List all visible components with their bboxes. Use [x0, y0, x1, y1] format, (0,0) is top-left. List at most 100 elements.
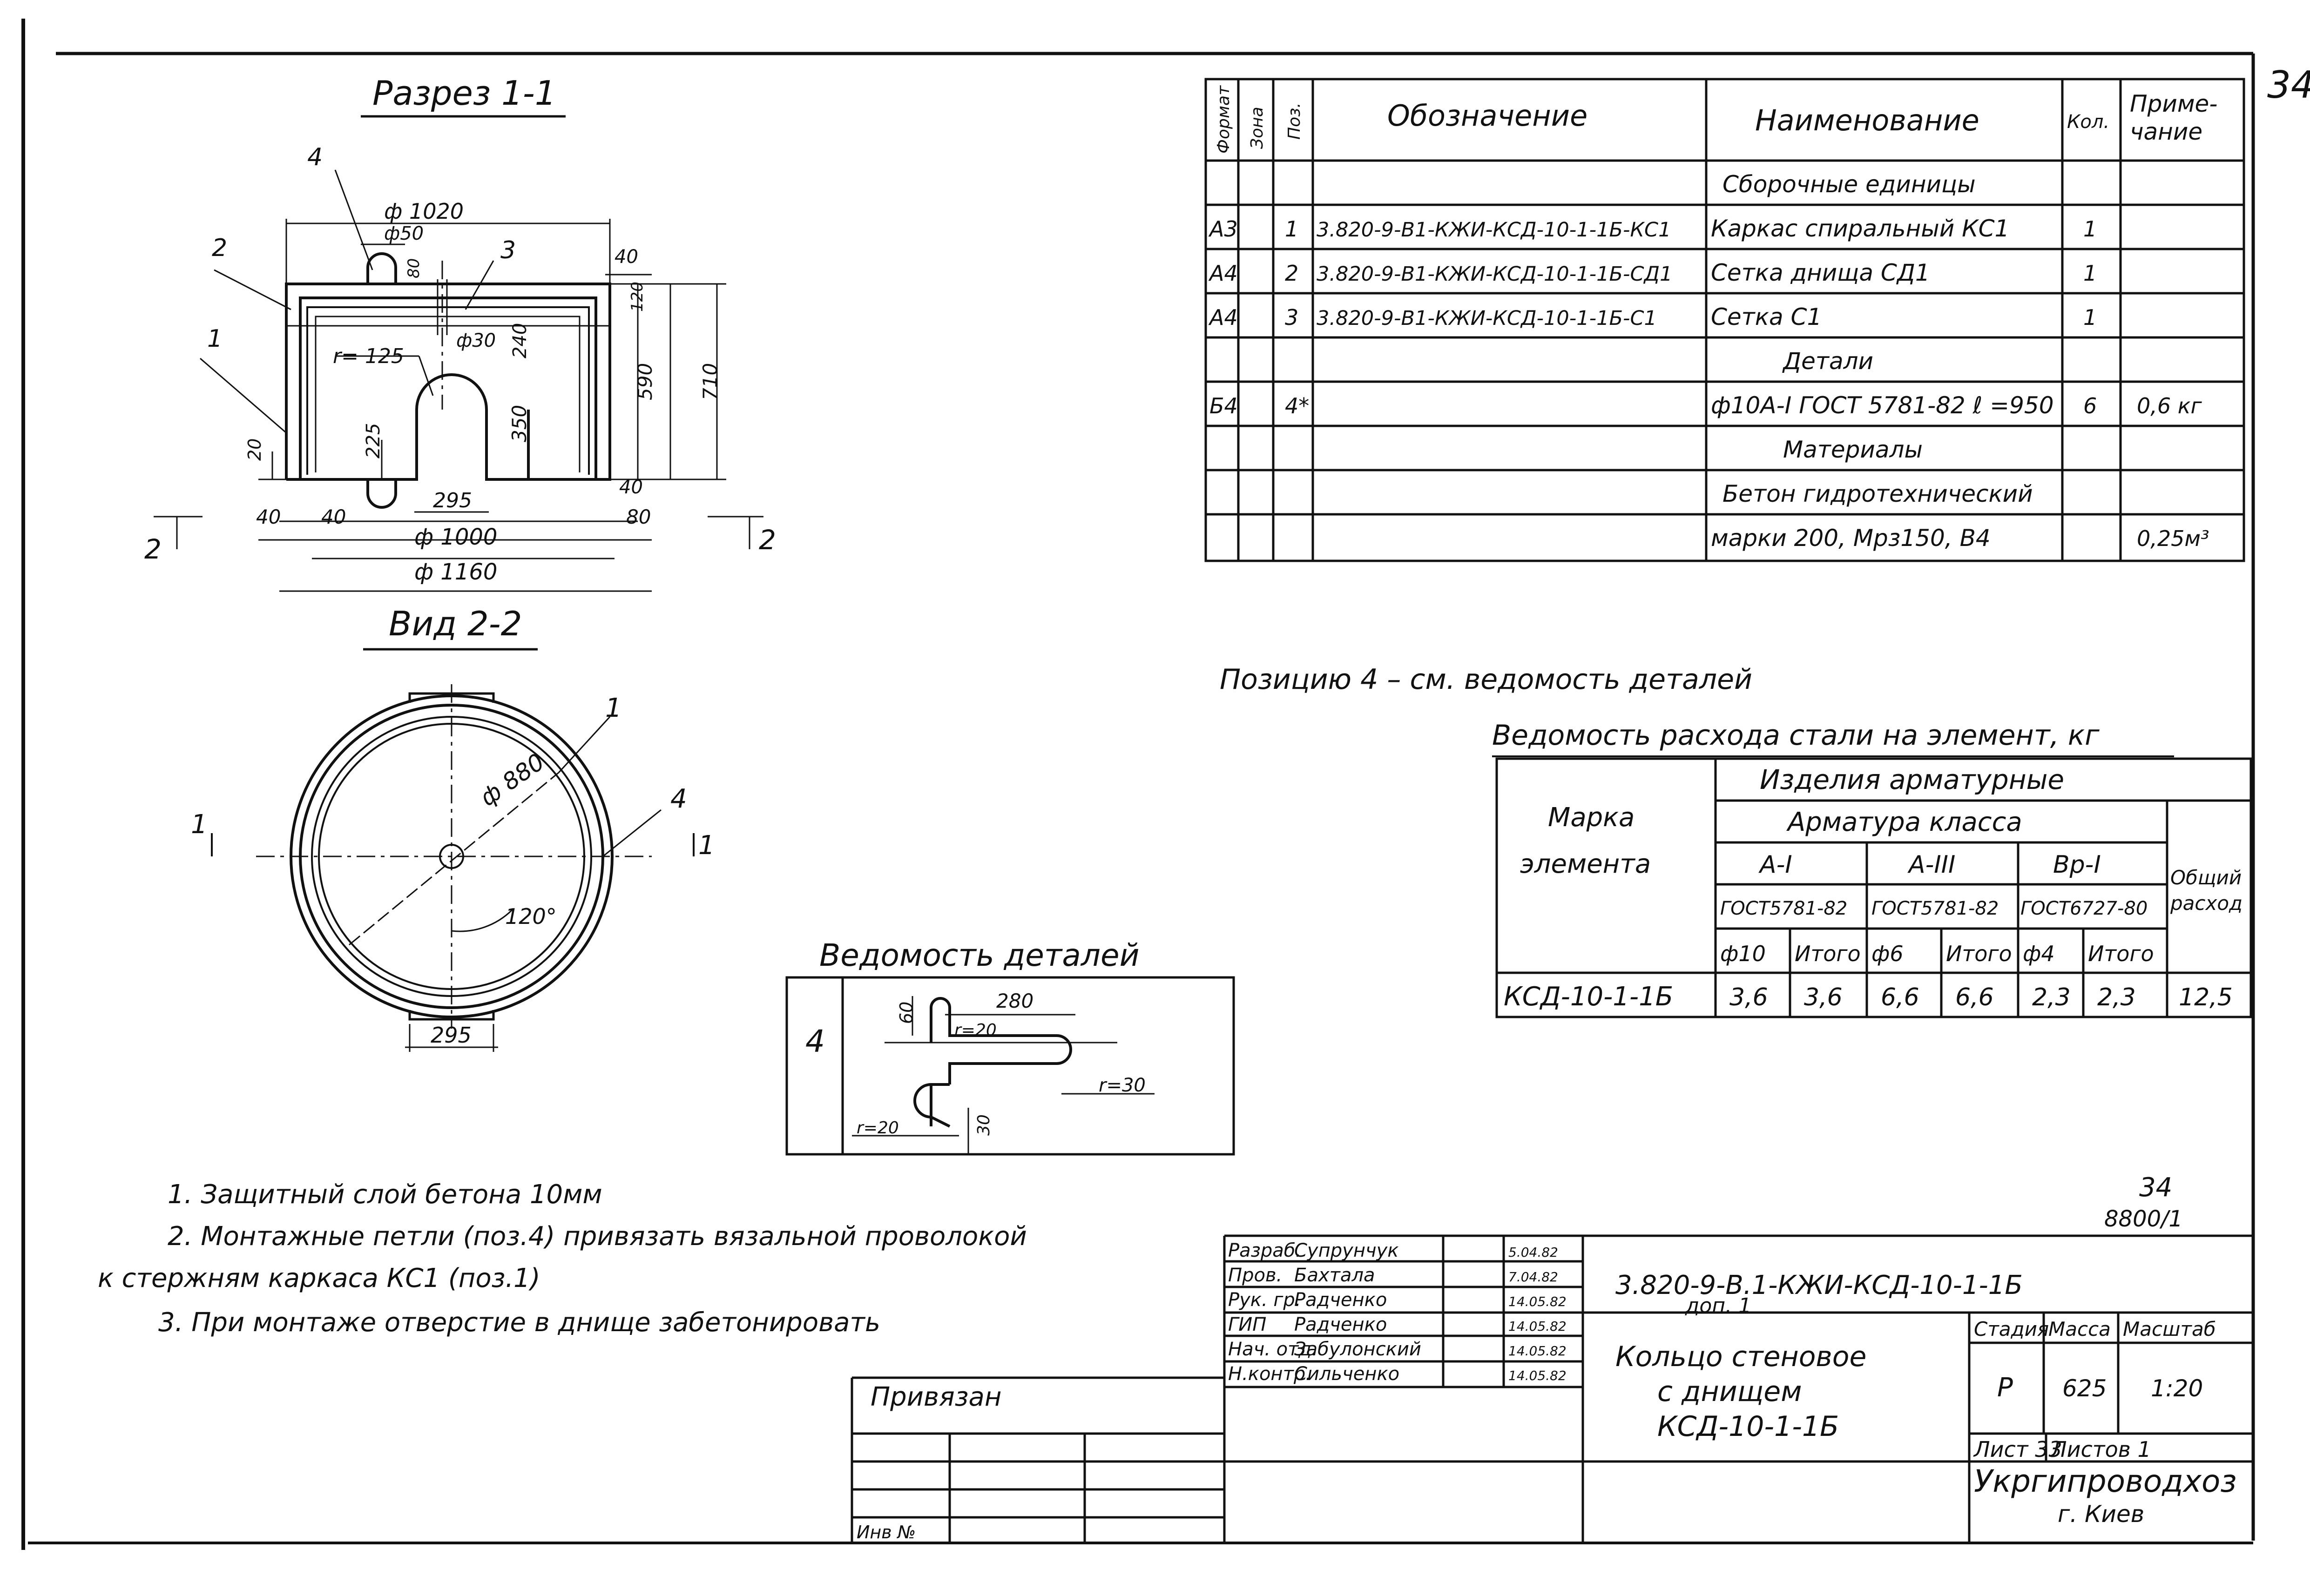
steel-gost-3: ГОСТ6727-80 [2020, 898, 2148, 919]
sheet-ref-1: 34 [2139, 1172, 2172, 1203]
dim-40-inner: 40 [321, 505, 346, 528]
steel-value-5: 2,3 [2097, 983, 2136, 1011]
col-name: Наименование [1755, 103, 1979, 137]
stamp-scale-label: Масштаб [2123, 1318, 2216, 1340]
stamp-name: Радченко [1294, 1314, 1387, 1335]
cut-mark-1-right: 1 [698, 830, 715, 861]
stamp-name: Забулонский [1294, 1339, 1421, 1360]
dim-295: 295 [433, 489, 472, 512]
steel-total-2: расход [2170, 892, 2242, 915]
col-pos: Поз. [1285, 102, 1304, 140]
spec-row-code: 3.820-9-В1-КЖИ-КСД-10-1-1Б-С1 [1317, 307, 1657, 330]
callout-3: 3 [500, 236, 516, 264]
steel-value-2: 6,6 [1881, 983, 1919, 1011]
section-1-1: Разрез 1-1 [144, 74, 776, 592]
stamp-role: Рук. гр. [1228, 1289, 1301, 1311]
loop-shape [913, 997, 1072, 1128]
stamp-title-1: Кольцо стеновое [1615, 1340, 1866, 1373]
dim-1020: ф 1020 [384, 199, 464, 224]
stamp-inv: Инв № [857, 1522, 916, 1542]
steel-value-3: 6,6 [1955, 983, 1994, 1011]
steel-total-1: Общий [2170, 866, 2242, 889]
steel-table: Ведомость расхода стали на элемент, кг М… [1492, 719, 2252, 1018]
stamp-role: Разраб. [1228, 1240, 1301, 1261]
spec-row-name: ф10А-I ГОСТ 5781-82 ℓ =950 [1711, 392, 2054, 419]
stamp-mass: 625 [2062, 1375, 2107, 1402]
spec-row-qty: 1 [2083, 261, 2097, 286]
spec-row-format: А4 [1208, 261, 1238, 286]
dim-590: 590 [634, 363, 656, 400]
details-table: Ведомость деталей 4 280 60 r=20 r=30 r=2… [785, 937, 1235, 1156]
stamp-stage-label: Стадия [1974, 1318, 2049, 1340]
spec-row-name: Каркас спиральный КС1 [1711, 215, 2009, 242]
stamp-org: Укргипроводхоз [1974, 1463, 2236, 1499]
spec-row-format: Б4 [1209, 393, 1238, 418]
spec-section-heading: Детали [1782, 348, 1873, 375]
view-2-2: Вид 2-2 ф 880 120° 295 1 4 1 1 [191, 604, 715, 1052]
dim-1000: ф 1000 [414, 524, 497, 550]
note-2-cont: к стержням каркаса КС1 (поз.1) [98, 1263, 540, 1293]
stamp-role: Нач. отд. [1228, 1339, 1317, 1360]
col-note-1: Приме- [2130, 90, 2217, 117]
spec-row-qty: 1 [2083, 305, 2097, 330]
steel-bp1: Вр-I [2053, 851, 2101, 879]
stamp-role: Н.контр. [1228, 1363, 1311, 1385]
stamp-scale: 1:20 [2151, 1375, 2203, 1402]
dim-40-top: 40 [615, 246, 638, 268]
dim-30: ф30 [456, 330, 496, 351]
spec-section-heading: Бетон гидротехнический [1722, 480, 2033, 507]
note-3: 3. При монтаже отверстие в днище забетон… [158, 1307, 880, 1338]
stamp-title-3: КСД-10-1-1Б [1657, 1410, 1839, 1443]
spec-row-pos: 2 [1285, 261, 1298, 286]
dim-40-right: 40 [619, 477, 643, 498]
page-number: 34 [2267, 63, 2310, 107]
stamp-name: Сильченко [1294, 1363, 1399, 1385]
stamp-date: 14.05.82 [1508, 1343, 1567, 1359]
ring-plan [211, 684, 695, 1052]
steel-mark-header-1: Марка [1548, 802, 1635, 833]
notes: 1. Защитный слой бетона 10мм 2. Монтажны… [98, 1179, 1027, 1338]
spec-row-name: марки 200, Мрз150, В4 [1711, 525, 1991, 552]
steel-gost-1: ГОСТ5781-82 [1720, 898, 1847, 919]
spec-row-pos: 3 [1285, 305, 1298, 330]
stamp-date: 5.04.82 [1508, 1245, 1558, 1260]
steel-row-mark: КСД-10-1-1Б [1504, 982, 1673, 1012]
spec-row-qty: 6 [2083, 393, 2097, 418]
dim-angle-120: 120° [505, 904, 557, 929]
spec-row-format: А3 [1208, 216, 1238, 242]
note-1: 1. Защитный слой бетона 10мм [168, 1179, 602, 1210]
steel-value-4: 2,3 [2032, 983, 2071, 1011]
stamp-date: 14.05.82 [1508, 1368, 1567, 1383]
stamp-date: 14.05.82 [1508, 1294, 1567, 1309]
col-format: Формат [1214, 85, 1233, 154]
note-2: 2. Монтажные петли (поз.4) привязать вяз… [168, 1221, 1027, 1252]
callout-1-plan: 1 [605, 693, 622, 723]
ring-section-outline [285, 252, 611, 509]
callout-1: 1 [207, 325, 223, 353]
stamp-date: 7.04.82 [1508, 1269, 1558, 1285]
stamp-name: Радченко [1294, 1289, 1387, 1311]
detail-dim-60: 60 [896, 1002, 917, 1024]
spec-row-pos: 1 [1285, 216, 1298, 242]
steel-sub-3: Итого [1946, 941, 2012, 966]
spec-table: Формат Зона Поз. Обозначение Наименовани… [1204, 78, 2245, 562]
cut-mark-1-left: 1 [191, 809, 208, 840]
details-pos: 4 [805, 1024, 825, 1059]
cut-mark-left: 2 [144, 533, 162, 565]
detail-r20-top: r=20 [954, 1021, 997, 1040]
steel-a1: А-I [1758, 851, 1792, 879]
dim-1160: ф 1160 [414, 559, 497, 585]
stamp-sheet: Лист 33 [1973, 1437, 2062, 1462]
section-title: Разрез 1-1 [372, 74, 556, 113]
col-note-2: чание [2130, 118, 2202, 145]
col-qty: Кол. [2067, 111, 2109, 133]
steel-mark-header-2: элемента [1520, 849, 1651, 879]
dim-50: ф50 [384, 223, 424, 244]
spec-row-note: 0,6 кг [2137, 393, 2202, 418]
spec-row-name: Сетка днища СД1 [1711, 259, 1930, 286]
spec-row-note: 0,25м³ [2137, 526, 2209, 551]
dim-710: 710 [699, 363, 722, 400]
detail-dim-280: 280 [996, 990, 1033, 1012]
